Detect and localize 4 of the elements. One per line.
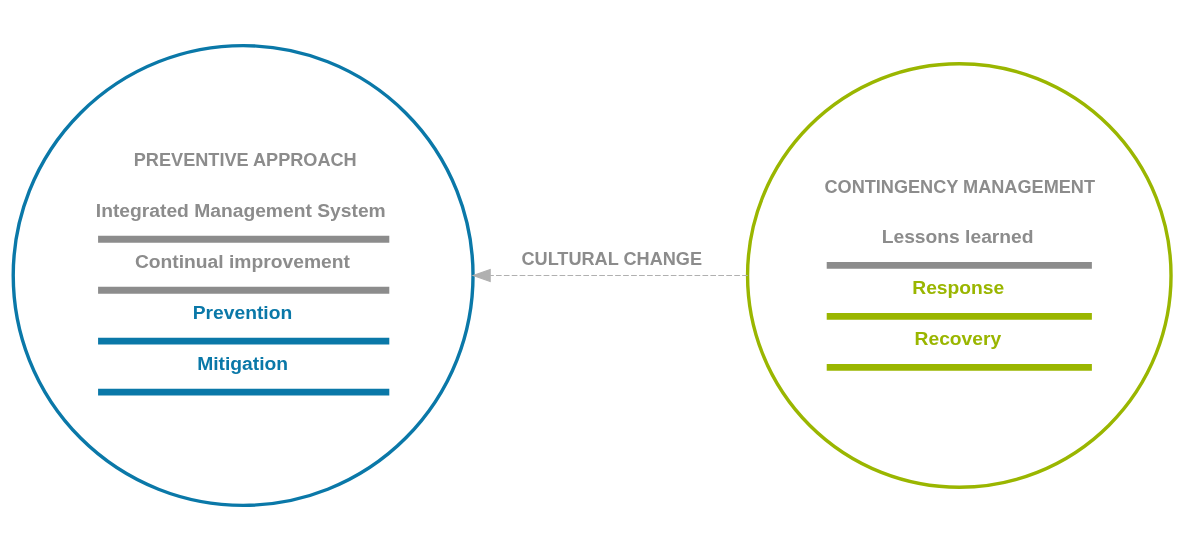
- node-circle: PREVENTIVE APPROACH Integrated Management System Continual improvement Prevention Mitigation: [11, 43, 475, 508]
- node-circle: CONTINGENCY MANAGEMENT Lessons learned Response Recovery: [745, 62, 1173, 489]
- edge-label: CULTURAL CHANGE: [521, 249, 703, 270]
- arrow: [471, 268, 749, 283]
